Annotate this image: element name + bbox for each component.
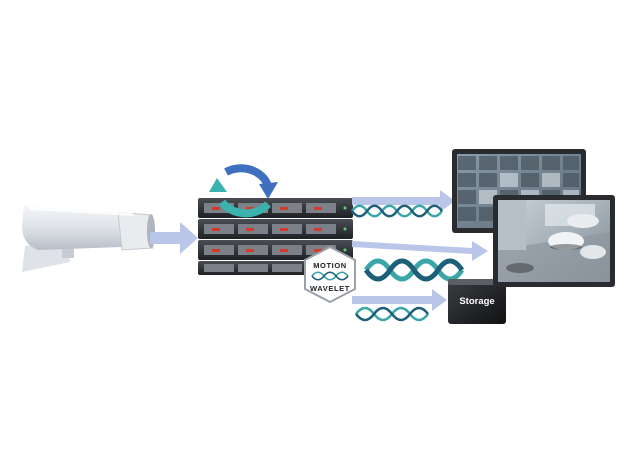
wavelet-stream-storage (354, 306, 430, 322)
flow-arrow-camera (150, 222, 198, 254)
storage-box-icon: Storage (448, 279, 506, 324)
badge-title-motion: MOTION (313, 261, 347, 270)
flow-arrow-storage (352, 289, 447, 311)
flow-arrow-decoded (352, 241, 488, 261)
flow-arrow-monitors (352, 190, 455, 212)
refresh-cycle-icon (209, 164, 278, 218)
wavelet-stream-bold (363, 258, 465, 282)
cctv-camera-icon (22, 204, 155, 272)
wavelet-stream-thin (351, 204, 443, 218)
motion-wavelet-badge: MOTION WAVELET (304, 245, 356, 304)
monitor-live-view (493, 195, 615, 287)
storage-label: Storage (459, 296, 494, 307)
badge-title-wavelet: WAVELET (310, 284, 350, 293)
badge-wave-icon (311, 271, 349, 281)
